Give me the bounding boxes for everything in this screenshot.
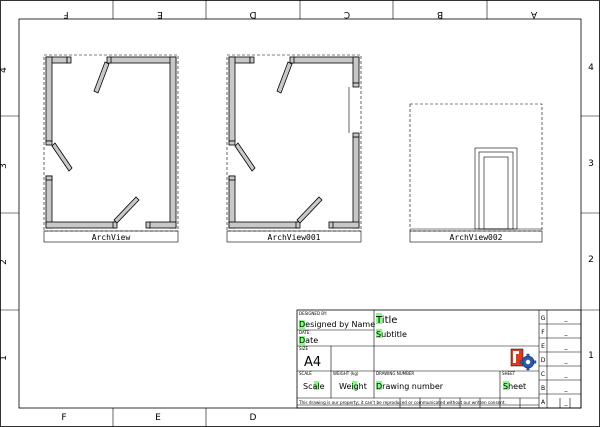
revision-mark[interactable]: _ (564, 315, 569, 322)
zone-number-left: 3 (0, 163, 9, 169)
zone-number-left: 2 (0, 259, 9, 265)
title-block (296, 309, 582, 409)
zone-letter-top: D (249, 9, 256, 19)
weight-caption: WEIGHT (kg) (333, 371, 359, 376)
date-value[interactable]: Date (299, 336, 318, 345)
revision-mark[interactable]: _ (564, 343, 569, 350)
door-frame-outer (474, 147, 518, 230)
scale-caption: SCALE (299, 371, 312, 376)
designed-by-value[interactable]: Designed by Name (299, 320, 375, 329)
revision-mark[interactable]: _ (564, 329, 569, 336)
zone-letter-bottom: D (250, 413, 257, 423)
weight-value[interactable]: Weight (339, 382, 367, 391)
zone-number-left: 4 (0, 67, 9, 73)
edit-highlight (503, 381, 509, 390)
date-caption: DATE: (299, 330, 311, 335)
disclaimer-text: This drawing is our property; it can't b… (298, 400, 506, 405)
edit-highlight (376, 329, 382, 338)
walls (228, 56, 360, 229)
size-value[interactable]: A4 (304, 355, 321, 370)
revision-letter: G (541, 315, 546, 322)
revision-letter: B (541, 385, 545, 392)
revision-letter: F (541, 329, 545, 336)
view-frame[interactable] (43, 54, 179, 232)
designed-by-caption: DESIGNED BY: (299, 311, 327, 316)
revision-letter: D (541, 357, 546, 364)
zone-letter-top: E (157, 9, 163, 19)
zone-number-right: 2 (588, 255, 594, 265)
zone-number-right: 4 (588, 63, 594, 73)
bottom-border-zones: F E D (61, 408, 257, 427)
view-label-box (43, 230, 179, 243)
sheet-value[interactable]: Sheet (503, 382, 526, 391)
revision-table: G F E D C B A _ _ _ _ _ _ _ (541, 315, 569, 406)
revision-mark[interactable]: _ (564, 385, 569, 392)
edit-highlight (299, 320, 305, 329)
revision-letter: A (541, 399, 546, 406)
view-label: ArchView (92, 233, 131, 242)
door-leaf (483, 156, 509, 230)
zone-number-left: 1 (0, 355, 9, 361)
revision-mark[interactable]: _ (564, 371, 569, 378)
revision-letter: C (541, 371, 545, 378)
drawing-number-caption: DRAWING NUMBER (376, 371, 414, 376)
zone-letter-top: B (437, 9, 443, 19)
scale-value[interactable]: Scale (303, 382, 325, 391)
zone-letter-top: A (530, 9, 537, 19)
arch-view-1[interactable]: ArchView (43, 54, 179, 243)
zone-letter-top: F (63, 9, 68, 19)
view-label-box (226, 230, 362, 243)
zone-number-right: 1 (588, 351, 594, 361)
side-border-zones: 4 3 2 1 4 3 2 1 (0, 63, 600, 361)
revision-mark[interactable]: _ (564, 399, 569, 406)
doors (234, 61, 323, 224)
doors (51, 61, 140, 224)
zone-letter-bottom: F (61, 413, 66, 423)
view-label: ArchView001 (268, 233, 321, 242)
sheet-caption: SHEET (502, 371, 516, 376)
revision-letter: E (541, 343, 545, 350)
edit-highlight (314, 381, 319, 390)
arch-view-2[interactable]: ArchView001 (226, 54, 362, 243)
zone-letter-bottom: E (155, 413, 161, 423)
title-value[interactable]: Title (375, 315, 397, 326)
view-frame[interactable] (409, 103, 543, 232)
arch-view-3[interactable]: ArchView002 (409, 103, 543, 243)
title-block-text: DESIGNED BY: Designed by Name DATE: Date… (298, 311, 526, 405)
size-caption: SIZE (299, 346, 308, 351)
edit-highlight (376, 313, 382, 324)
revision-mark[interactable]: _ (564, 357, 569, 364)
drawing-number-value[interactable]: Drawing number (376, 382, 444, 391)
view-frame[interactable] (226, 54, 362, 232)
walls (45, 56, 177, 229)
subtitle-value[interactable]: Subtitle (376, 330, 407, 339)
zone-letter-top: C (344, 9, 350, 19)
freecad-logo-icon (510, 348, 537, 371)
zone-number-right: 3 (588, 159, 594, 169)
edit-highlight (352, 381, 357, 390)
view-label: ArchView002 (450, 233, 503, 242)
top-border-zones: F E D C B A (63, 0, 537, 19)
view-label-box (409, 230, 543, 243)
edit-highlight (376, 381, 382, 390)
edit-highlight (299, 336, 305, 345)
